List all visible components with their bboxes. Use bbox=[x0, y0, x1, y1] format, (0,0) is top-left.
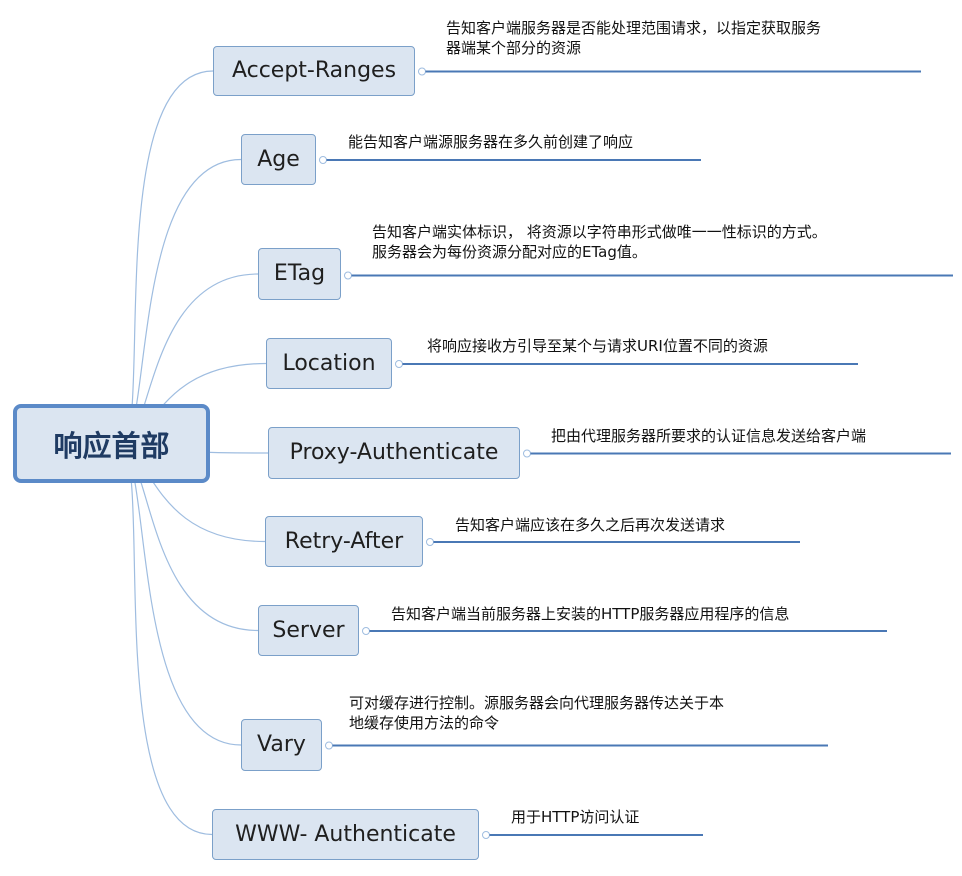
node-age[interactable]: Age bbox=[241, 134, 316, 185]
description-server: 告知客户端当前服务器上安装的HTTP服务器应用程序的信息 bbox=[391, 604, 789, 624]
connector-vary bbox=[121, 447, 242, 746]
description-line: 告知客户端实体标识， 将资源以字符串形式做唯一一性标识的方式。 bbox=[372, 223, 827, 241]
node-proxy-authenticate[interactable]: Proxy-Authenticate bbox=[268, 427, 520, 479]
collapse-handle-proxy-authenticate[interactable] bbox=[523, 449, 531, 458]
description-age: 能告知客户端源服务器在多久前创建了响应 bbox=[348, 132, 633, 152]
node-location[interactable]: Location bbox=[266, 338, 392, 389]
description-etag: 告知客户端实体标识， 将资源以字符串形式做唯一一性标识的方式。服务器会为每份资源… bbox=[372, 222, 827, 262]
collapse-handle-accept-ranges[interactable] bbox=[418, 67, 426, 76]
description-retry-after: 告知客户端应该在多久之后再次发送请求 bbox=[455, 515, 725, 535]
description-line: 将响应接收方引导至某个与请求URI位置不同的资源 bbox=[427, 337, 768, 355]
root-node[interactable]: 响应首部 bbox=[13, 404, 210, 483]
node-etag[interactable]: ETag bbox=[258, 248, 341, 300]
description-line: 告知客户端应该在多久之后再次发送请求 bbox=[455, 516, 726, 534]
node-www-authenticate[interactable]: WWW- Authenticate bbox=[212, 809, 479, 860]
description-line: 告知客户端服务器是否能处理范围请求，以指定获取服务 bbox=[446, 19, 822, 37]
node-vary[interactable]: Vary bbox=[241, 719, 322, 771]
collapse-handle-vary[interactable] bbox=[325, 741, 333, 750]
description-line: 用于HTTP访问认证 bbox=[511, 808, 640, 826]
description-proxy-authenticate: 把由代理服务器所要求的认证信息发送给客户端 bbox=[551, 426, 866, 446]
description-line: 把由代理服务器所要求的认证信息发送给客户端 bbox=[551, 427, 867, 445]
description-line: 告知客户端当前服务器上安装的HTTP服务器应用程序的信息 bbox=[391, 605, 790, 623]
node-accept-ranges[interactable]: Accept-Ranges bbox=[213, 46, 415, 96]
node-retry-after[interactable]: Retry-After bbox=[265, 516, 423, 567]
collapse-handle-www-authenticate[interactable] bbox=[482, 831, 490, 839]
description-vary: 可对缓存进行控制。源服务器会向代理服务器传达关于本地缓存使用方法的命令 bbox=[349, 693, 724, 733]
description-line: 可对缓存进行控制。源服务器会向代理服务器传达关于本 bbox=[349, 694, 725, 712]
description-location: 将响应接收方引导至某个与请求URI位置不同的资源 bbox=[427, 336, 768, 356]
node-server[interactable]: Server bbox=[258, 605, 359, 656]
description-www-authenticate: 用于HTTP访问认证 bbox=[511, 807, 639, 827]
collapse-handle-location[interactable] bbox=[395, 360, 403, 368]
description-line: 服务器会为每份资源分配对应的ETag值。 bbox=[372, 243, 647, 261]
description-accept-ranges: 告知客户端服务器是否能处理范围请求，以指定获取服务器端某个部分的资源 bbox=[446, 18, 821, 58]
collapse-handle-age[interactable] bbox=[319, 156, 327, 164]
connector-www-authenticate bbox=[121, 447, 213, 836]
collapse-handle-server[interactable] bbox=[362, 627, 370, 635]
connector-accept-ranges bbox=[121, 70, 214, 449]
description-line: 器端某个部分的资源 bbox=[446, 39, 582, 57]
collapse-handle-etag[interactable] bbox=[344, 271, 352, 280]
description-line: 能告知客户端源服务器在多久前创建了响应 bbox=[348, 133, 634, 151]
description-line: 地缓存使用方法的命令 bbox=[349, 714, 500, 732]
collapse-handle-retry-after[interactable] bbox=[426, 538, 434, 546]
